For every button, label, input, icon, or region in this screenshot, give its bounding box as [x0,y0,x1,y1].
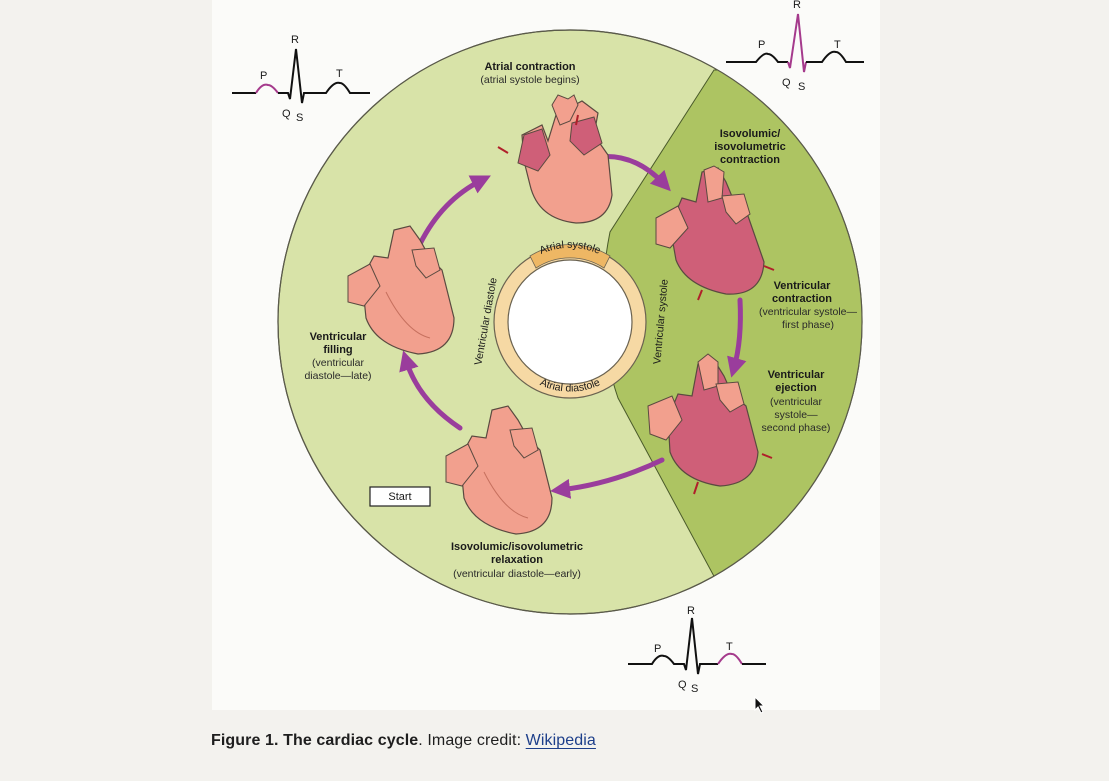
svg-text:isovolumetric: isovolumetric [714,141,786,153]
heart-isovolumic-contraction [655,165,775,301]
svg-text:ejection: ejection [775,382,817,394]
svg-text:R: R [793,0,801,11]
svg-text:S: S [296,112,303,124]
svg-text:Start: Start [388,491,411,503]
ecg-trace-top-right: P R Q S T [726,0,864,93]
svg-text:(ventricular: (ventricular [770,396,822,408]
svg-text:relaxation: relaxation [491,554,543,566]
ring-center [507,259,633,385]
svg-text:(ventricular diastole—early): (ventricular diastole—early) [453,568,581,580]
stage-label-ventricular-contraction: Ventricular contraction (ventricular sys… [759,280,858,331]
ecg-trace-bottom: P R Q S T [628,605,766,695]
cardiac-cycle-diagram: Atrial systole Atrial diastole Ventricul… [232,0,864,695]
stage-label-ventricular-filling: Ventricular filling (ventricular diastol… [304,331,371,382]
heart-atrial-contraction [497,94,613,224]
svg-text:T: T [336,68,343,80]
stage-label-ventricular-ejection: Ventricular ejection (ventricular systol… [762,369,831,434]
atrial-systole-tab [529,244,611,269]
svg-text:Atrial contraction: Atrial contraction [484,61,575,73]
svg-text:S: S [691,683,698,695]
svg-text:Ventricular: Ventricular [310,331,368,343]
svg-text:R: R [291,34,299,46]
svg-text:first phase): first phase) [782,319,834,331]
svg-text:systole—: systole— [774,409,818,421]
svg-text:(ventricular systole—: (ventricular systole— [759,306,858,318]
svg-text:diastole—late): diastole—late) [304,370,371,382]
svg-text:second phase): second phase) [762,422,831,434]
heart-isovolumic-relaxation [445,405,553,535]
ecg-trace-top-left: P R Q S T [232,34,370,124]
svg-text:contraction: contraction [720,154,780,166]
arrow-relaxation-to-filling [399,350,463,431]
heart-ventricular-ejection [647,353,773,495]
atrial-systole-label: Atrial systole [538,239,603,257]
svg-text:Isovolumic/isovolumetric: Isovolumic/isovolumetric [451,541,583,553]
svg-text:P: P [260,70,267,82]
caption-text: . Image credit: [418,732,526,749]
start-marker: Start [369,486,431,507]
svg-text:T: T [726,641,733,653]
arrow-contraction-to-ejection [727,297,747,378]
arrow-filling-to-atrial [417,175,491,247]
svg-text:R: R [687,605,695,617]
svg-text:T: T [834,39,841,51]
svg-text:S: S [798,81,805,93]
stage-label-atrial-contraction: Atrial contraction (atrial systole begin… [480,61,579,86]
svg-text:P: P [758,39,765,51]
arrow-ejection-to-relaxation [550,457,665,499]
cardiac-cycle-figure: Atrial systole Atrial diastole Ventricul… [212,0,880,710]
heart-ventricular-filling [347,225,455,355]
caption-title: Figure 1. The cardiac cycle [211,732,419,749]
svg-text:filling: filling [323,344,352,356]
svg-text:Ventricular: Ventricular [774,280,832,292]
atrial-diastole-label: Atrial diastole [538,376,602,394]
svg-text:(atrial systole begins): (atrial systole begins) [480,74,579,86]
stage-label-isovolumic-relaxation: Isovolumic/isovolumetric relaxation (ven… [451,541,583,580]
svg-text:Q: Q [678,679,687,691]
mouse-cursor-icon [754,696,766,714]
figure-caption: Figure 1. The cardiac cycle. Image credi… [211,732,596,750]
wikipedia-link[interactable]: Wikipedia [525,732,596,749]
svg-text:contraction: contraction [772,293,832,305]
svg-text:Q: Q [782,77,791,89]
stage-label-isovolumic-contraction: Isovolumic/ isovolumetric contraction [714,128,786,166]
svg-text:(ventricular: (ventricular [312,357,364,369]
svg-text:Ventricular: Ventricular [768,369,826,381]
svg-text:Isovolumic/: Isovolumic/ [720,128,781,140]
svg-text:P: P [654,643,661,655]
svg-text:Q: Q [282,108,291,120]
